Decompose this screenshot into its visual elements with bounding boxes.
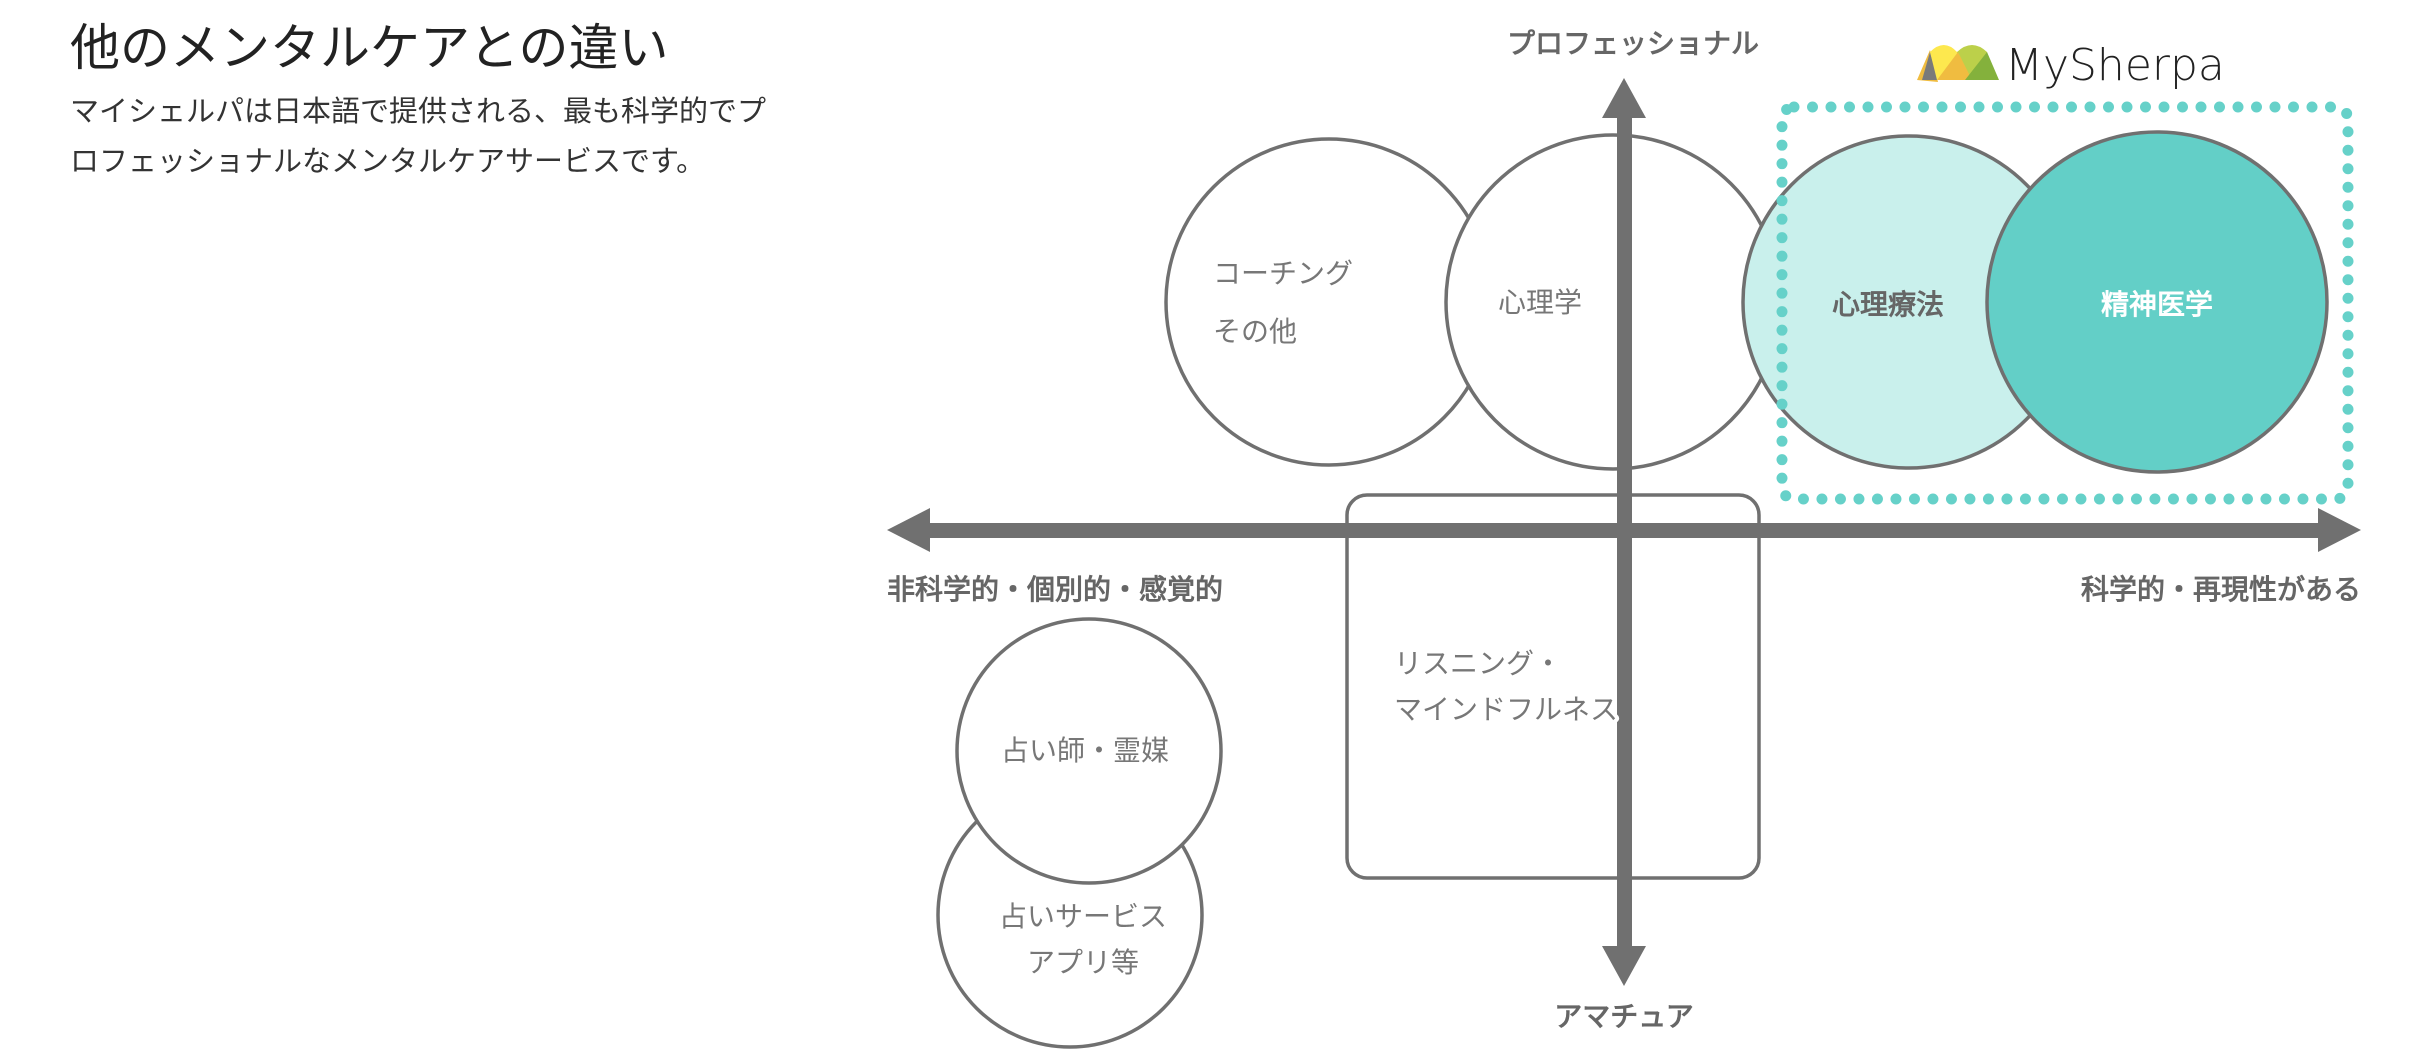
page-title: 他のメンタルケアとの違い (70, 19, 669, 77)
coaching-circle (1164, 137, 1494, 467)
psychology-circle (1444, 133, 1782, 471)
axis-label-top: プロフェッショナル (1507, 27, 1759, 60)
axis-label-right: 科学的・再現性がある (2081, 573, 2361, 606)
coaching-other-label: その他 (1213, 315, 1297, 348)
logo-text: MySherpa (2005, 40, 2225, 91)
arrow-right-icon (2318, 508, 2361, 552)
page-description: マイシェルパは日本語で提供される、最も科学的でプロフェッショナルなメンタルケアサ… (70, 94, 767, 178)
logo-mountain-icon (1965, 52, 1999, 80)
mysherpa-logo: MySherpa (1917, 40, 2225, 91)
fortune-teller-circle (955, 617, 1223, 885)
logo-mountain-icon (1937, 52, 1972, 80)
fortune-teller-label: 占い師・霊媒 (1001, 734, 1169, 767)
vertical-axis (1602, 78, 1646, 986)
arrow-left-icon (887, 508, 930, 552)
axis-label-bottom: アマチュア (1554, 1000, 1693, 1033)
psychiatry-label: 精神医学 (2101, 288, 2213, 321)
psychology-label: 心理学 (1498, 286, 1582, 319)
axis-label-left: 非科学的・個別的・感覚的 (887, 573, 1223, 606)
listening-label: リスニング・ (1394, 647, 1562, 680)
psychiatry-circle (1985, 130, 2329, 474)
mysherpa-highlight-box (1776, 101, 2354, 505)
listening-box (1345, 493, 1761, 880)
arrow-up-icon (1602, 78, 1646, 118)
mindfulness-label: マインドフルネス (1394, 693, 1618, 726)
psychotherapy-label: 心理療法 (1832, 288, 1944, 321)
logo-mountain-icon (1922, 52, 1938, 80)
coaching-label: コーチング (1213, 257, 1353, 290)
fortune-apps-label: 占いサービス (999, 900, 1167, 933)
fortune-apps-label-2: アプリ等 (1027, 946, 1139, 979)
arrow-down-icon (1602, 946, 1646, 986)
